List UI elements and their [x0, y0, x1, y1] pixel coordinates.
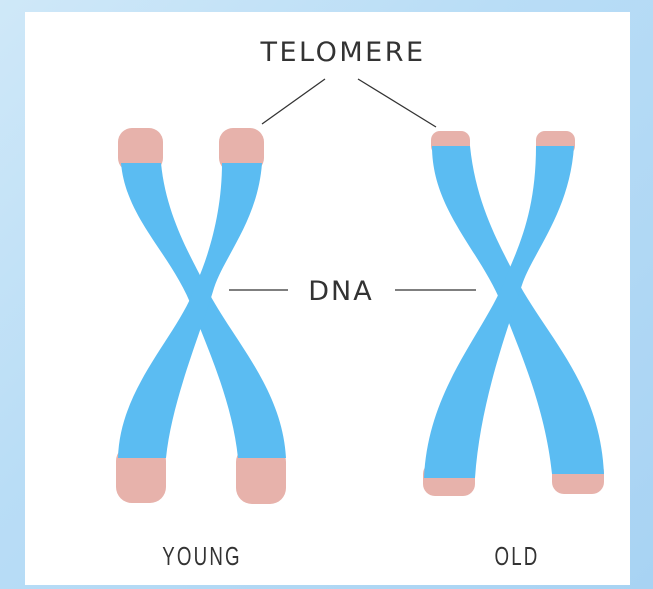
telomere-label: TELOMERE — [259, 37, 425, 68]
telomere-pointer-right — [358, 79, 436, 127]
young-label: YOUNG — [162, 541, 241, 571]
old-label: OLD — [495, 541, 540, 571]
telomere-pointer-left — [262, 79, 325, 124]
dna-label: DNA — [308, 276, 373, 307]
young-chromosome — [116, 128, 286, 504]
old-chromosome — [423, 131, 604, 496]
